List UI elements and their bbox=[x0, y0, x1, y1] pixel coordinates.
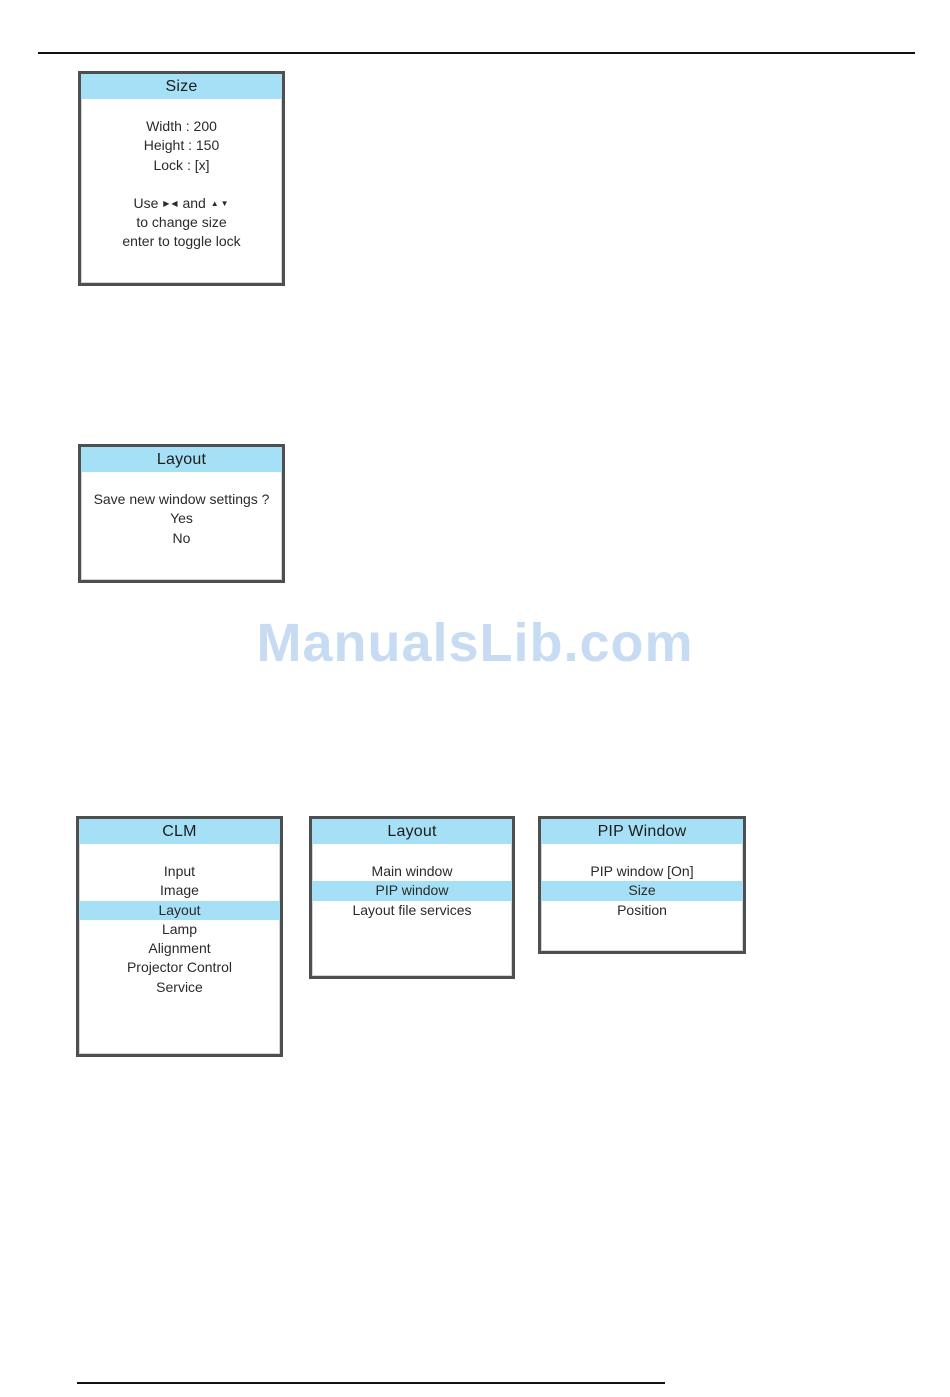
clm-item-lamp[interactable]: Lamp bbox=[161, 920, 198, 937]
clm-menu-panel: CLM Input Image Layout Lamp Alignment Pr… bbox=[76, 816, 283, 1057]
bottom-rule bbox=[77, 1382, 665, 1384]
top-rule bbox=[38, 52, 915, 54]
arrow-down-icon: ▼ bbox=[220, 198, 229, 208]
layout-item-file-services[interactable]: Layout file services bbox=[352, 901, 472, 918]
layout-dialog-title: Layout bbox=[81, 447, 282, 472]
arrow-left-icon: ◀ bbox=[171, 198, 178, 208]
help-and-text: and bbox=[182, 194, 206, 211]
save-settings-question: Save new window settings ? bbox=[93, 491, 270, 507]
arrow-up-icon: ▲ bbox=[210, 198, 219, 208]
clm-item-projector-control[interactable]: Projector Control bbox=[126, 959, 233, 976]
option-no[interactable]: No bbox=[172, 529, 191, 546]
clm-item-service[interactable]: Service bbox=[156, 978, 203, 995]
pip-item-size[interactable]: Size bbox=[541, 881, 743, 901]
pip-window-menu-panel: PIP Window PIP window [On] Size Position bbox=[538, 816, 746, 954]
size-height-value[interactable]: Height : 150 bbox=[143, 137, 220, 154]
clm-item-input[interactable]: Input bbox=[163, 863, 196, 879]
size-width-value[interactable]: Width : 200 bbox=[146, 118, 217, 134]
layout-item-main-window[interactable]: Main window bbox=[371, 863, 453, 879]
clm-item-image[interactable]: Image bbox=[160, 882, 199, 899]
size-help-arrows: Use ▶◀ and ▲▼ bbox=[81, 194, 282, 213]
layout-menu-panel: Layout Main window PIP window Layout fil… bbox=[309, 816, 515, 979]
layout-menu-body: Main window PIP window Layout file servi… bbox=[312, 844, 512, 920]
layout-dialog-body: Save new window settings ? Yes No bbox=[81, 472, 282, 548]
pip-item-position[interactable]: Position bbox=[617, 901, 667, 918]
pip-item-pip-window-on[interactable]: PIP window [On] bbox=[590, 863, 694, 879]
pip-menu-title: PIP Window bbox=[541, 819, 743, 844]
size-help-change: to change size bbox=[136, 214, 227, 231]
clm-item-alignment[interactable]: Alignment bbox=[148, 940, 211, 957]
pip-menu-body: PIP window [On] Size Position bbox=[541, 844, 743, 920]
layout-save-dialog: Layout Save new window settings ? Yes No bbox=[78, 444, 285, 583]
help-use-text: Use bbox=[133, 194, 159, 211]
clm-menu-title: CLM bbox=[79, 819, 280, 844]
clm-item-layout[interactable]: Layout bbox=[79, 900, 280, 920]
clm-menu-body: Input Image Layout Lamp Alignment Projec… bbox=[79, 844, 280, 997]
size-menu-body: Width : 200 Height : 150 Lock : [x] Use … bbox=[81, 99, 282, 252]
size-help-toggle: enter to toggle lock bbox=[122, 233, 241, 250]
size-lock-toggle[interactable]: Lock : [x] bbox=[153, 156, 210, 173]
option-yes[interactable]: Yes bbox=[170, 510, 193, 527]
arrow-right-icon: ▶ bbox=[163, 198, 170, 208]
size-menu-panel: Size Width : 200 Height : 150 Lock : [x]… bbox=[78, 71, 285, 286]
size-menu-title: Size bbox=[81, 74, 282, 99]
size-spacer bbox=[81, 175, 282, 194]
layout-menu-title: Layout bbox=[312, 819, 512, 844]
watermark-text: ManualsLib.com bbox=[256, 613, 694, 673]
layout-item-pip-window[interactable]: PIP window bbox=[312, 881, 512, 901]
